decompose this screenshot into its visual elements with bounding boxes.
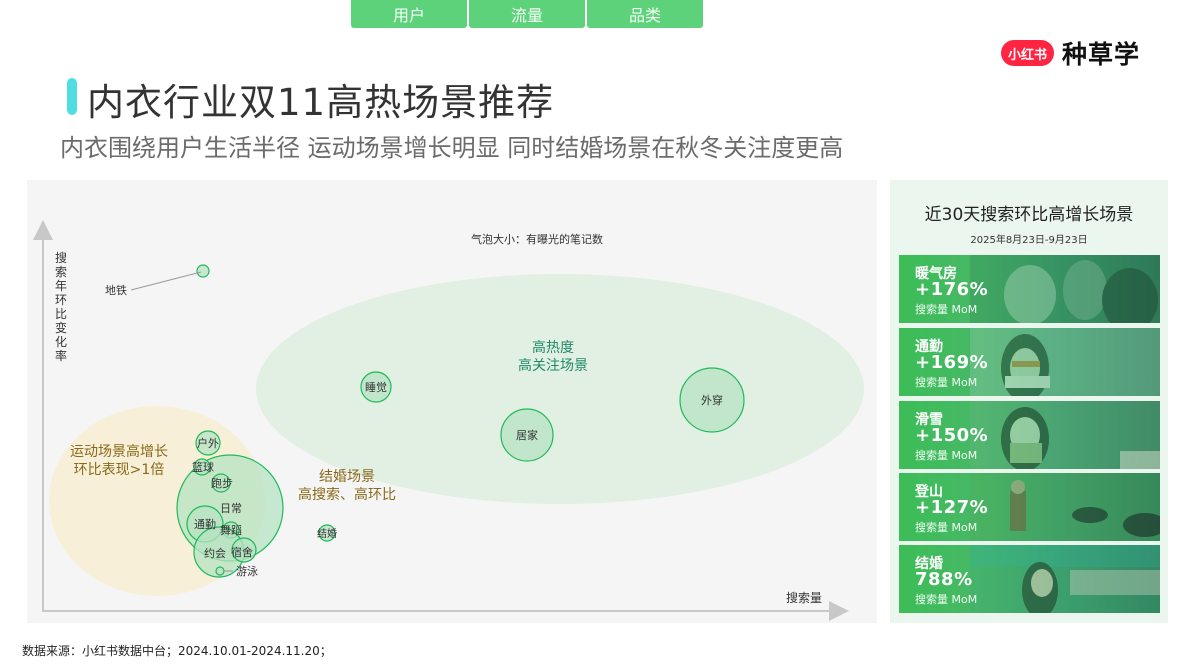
scene-card-hiking[interactable]: 登山 +127% 搜索量 MoM [899, 473, 1160, 541]
xiaohongshu-logo-badge: 小红书 [1001, 40, 1055, 66]
scene-card-heated-room[interactable]: 暖气房 +176% 搜索量 MoM [899, 255, 1160, 323]
scene-name: 暖气房 [915, 266, 957, 282]
sport-zone-label-1: 运动场景高增长 [70, 443, 168, 460]
scene-card-wedding[interactable]: 结婚 788% 搜索量 MoM [899, 545, 1160, 613]
label-basketball: 篮球 [192, 460, 214, 474]
bubble-swimming[interactable] [215, 566, 225, 576]
label-running: 跑步 [211, 476, 233, 490]
page-subtitle: 内衣围绕用户生活半径 运动场景增长明显 同时结婚场景在秋冬关注度更高 [60, 134, 844, 162]
scene-metric: 搜索量 MoM [915, 376, 978, 389]
svg-text:索: 索 [55, 265, 67, 279]
sport-zone-label-2: 环比表现>1倍 [74, 462, 165, 478]
scene-name: 结婚 [915, 556, 943, 572]
scene-card-skiing[interactable]: 滑雪 +150% 搜索量 MoM [899, 401, 1160, 469]
photo-commute-image [970, 328, 1160, 396]
y-axis-label: 搜 索 年 环 比 变 化 率 [55, 250, 67, 363]
subway-leader-line [130, 271, 202, 291]
tab-traffic[interactable]: 流量 [469, 0, 585, 28]
bubble-dorm[interactable] [231, 537, 257, 563]
label-dorm: 宿舍 [231, 545, 253, 559]
scene-metric: 搜索量 MoM [915, 449, 978, 462]
label-dating: 约会 [204, 547, 226, 560]
svg-text:环: 环 [55, 293, 67, 307]
green-zone-label-2: 高关注场景 [518, 357, 588, 374]
logo-text: 种草学 [1062, 40, 1141, 69]
photo-party-image [970, 255, 1160, 323]
data-source-note: 数据来源：小红书数据中台；2024.10.01-2024.11.20； [22, 644, 332, 658]
top-nav-tabs: 用户 流量 品类 [351, 0, 703, 28]
scene-name: 通勤 [915, 339, 943, 355]
title-accent-bar [67, 78, 77, 115]
high-heat-zone [256, 274, 864, 504]
photo-wedding-image [970, 545, 1160, 613]
scene-metric: 搜索量 MoM [915, 303, 978, 316]
brand-logo: 小红书 种草学 [1001, 35, 1140, 71]
scene-metric: 搜索量 MoM [915, 521, 978, 534]
label-sleep: 睡觉 [365, 381, 387, 394]
scene-metric: 搜索量 MoM [915, 593, 978, 606]
label-outwear: 外穿 [701, 393, 723, 407]
bubble-outdoor[interactable] [195, 430, 221, 456]
label-home: 居家 [516, 428, 538, 442]
page-title: 内衣行业双11高热场景推荐 [87, 81, 555, 124]
scene-growth-value: +176% [915, 279, 989, 300]
bubble-subway[interactable] [196, 264, 210, 278]
svg-text:比: 比 [55, 307, 67, 321]
svg-text:率: 率 [55, 348, 67, 363]
bubble-outwear[interactable] [679, 367, 745, 433]
scene-name: 登山 [915, 484, 943, 500]
bubble-basketball[interactable] [193, 458, 211, 476]
label-subway: 地铁 [105, 284, 127, 297]
label-outdoor: 户外 [197, 436, 219, 450]
label-daily: 日常 [220, 502, 242, 515]
photo-skiing-image [970, 401, 1160, 469]
bubble-wedding[interactable] [318, 524, 336, 542]
scene-growth-value: 788% [915, 569, 973, 590]
bubble-chart-panel: 搜 索 年 环 比 变 化 率 搜索量 气泡大小：有曝光的笔记数 高热度 高关注… [27, 180, 877, 623]
scene-card-commute[interactable]: 通勤 +169% 搜索量 MoM [899, 328, 1160, 396]
scene-growth-value: +127% [915, 497, 989, 518]
svg-text:化: 化 [55, 335, 67, 349]
bubble-running[interactable] [211, 473, 231, 493]
bubble-sleep[interactable] [360, 371, 392, 403]
svg-text:变: 变 [55, 320, 67, 335]
tab-category[interactable]: 品类 [587, 0, 703, 28]
wedding-label-2: 高搜索、高环比 [298, 486, 396, 503]
side-panel-title: 近30天搜索环比高增长场景 [924, 205, 1134, 225]
label-swimming: 游泳 [236, 564, 258, 578]
bubble-home[interactable] [500, 408, 554, 462]
scene-growth-value: +150% [915, 425, 989, 446]
bubble-chart: 搜 索 年 环 比 变 化 率 搜索量 气泡大小：有曝光的笔记数 高热度 高关注… [33, 220, 864, 621]
growth-scenes-panel: 近30天搜索环比高增长场景 2025年8月23日-9月23日 暖气房 +176%… [890, 180, 1168, 623]
side-panel-date-range: 2025年8月23日-9月23日 [970, 235, 1088, 246]
wedding-label-1: 结婚场景 [319, 469, 375, 485]
scene-name: 滑雪 [915, 412, 943, 428]
photo-hiking-image [970, 473, 1160, 541]
tab-users[interactable]: 用户 [351, 0, 467, 28]
svg-text:年: 年 [55, 279, 67, 293]
svg-text:搜: 搜 [55, 250, 67, 265]
bubble-size-note: 气泡大小：有曝光的笔记数 [471, 232, 603, 246]
x-axis-label: 搜索量 [786, 590, 822, 605]
green-zone-label-1: 高热度 [532, 339, 574, 356]
scene-growth-value: +169% [915, 352, 989, 373]
label-commute: 通勤 [194, 518, 216, 531]
label-dance: 舞蹈 [220, 524, 242, 537]
label-wedding: 结婚 [317, 527, 337, 540]
